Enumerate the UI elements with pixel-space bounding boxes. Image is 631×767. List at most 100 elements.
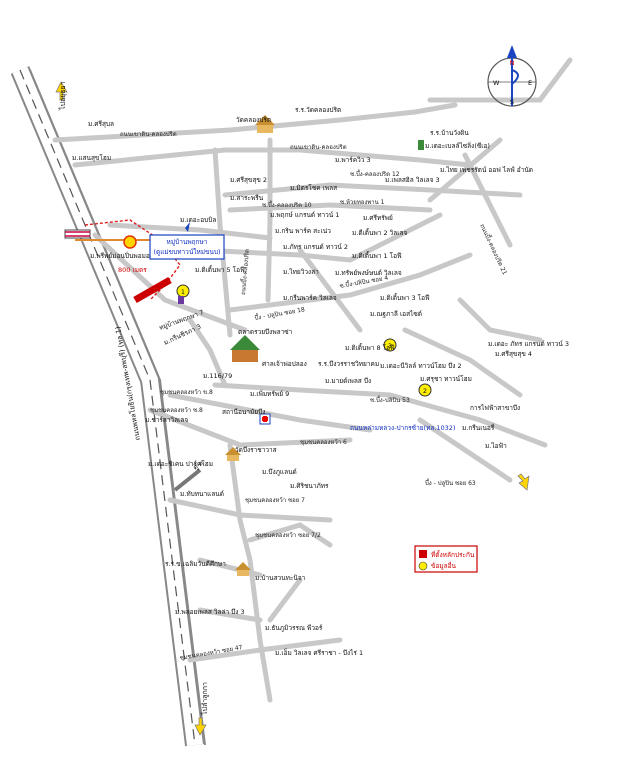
marker-3: 3 (383, 338, 397, 352)
village-label: ม.ภัทร แกรนด์ ทาวน์ 2 (283, 243, 348, 251)
marker-2: 2 (418, 383, 432, 397)
village-label: ม.บ้านสวนทะนิจา (255, 574, 306, 582)
compass-e: E (528, 79, 532, 87)
legend-red-swatch (419, 550, 427, 558)
village-label: ร.ร.บ้านวังดิน (430, 129, 469, 137)
village-label: ม.ติเติ้นพา 5 โอฟี (195, 265, 245, 274)
road-label-11: ชุมชนคลองหว้า ข.8 (160, 389, 213, 396)
south-arrow-icon (194, 717, 207, 736)
village-label: วัดบึงราชาวาส (235, 446, 277, 454)
legend-yellow-swatch (418, 561, 428, 571)
village-label: ม.พลอยเพลส วิลล่า บึง 3 (175, 608, 245, 616)
legend: ที่ตั้งหลักประกัน ข้อมูลอื่น (414, 545, 478, 573)
compass-icon: N S E W (487, 45, 537, 107)
village-label: ม.เดอะชิเคน ปาร์คโฮม (148, 460, 213, 468)
village-label: ม.บึงภูแลนด์ (262, 468, 297, 476)
village-label: ม.ณฐภาลี เอสไซต์ (370, 310, 422, 318)
marker-1: 1 (176, 284, 190, 298)
village-label: ม.ทรัพย์พงษ์ษนต์ วิลเลจ (335, 269, 402, 277)
temple-icon-3 (235, 562, 251, 576)
south-direction-label: ไปลำลูกกา (200, 682, 209, 716)
local-roads (52, 57, 573, 703)
road-label-1: ถนนเขาดิน-คลองปริต (290, 144, 347, 151)
compass-n: N (510, 59, 515, 67)
road-label-15: ชุมชนคลองหว้า ซอย 7/2 (255, 532, 321, 539)
shrine-label: ศาลเจ้าพ่อปลอง (262, 360, 307, 368)
village-label: การไฟฟ้าสาขาบึง (470, 404, 520, 412)
building-icon-2 (178, 296, 184, 304)
marker-2-label: 2 (423, 387, 427, 395)
road-label-2: ซ.บึ้ง-คลองปริต 12 (350, 168, 400, 178)
project-box-line1: หมู่บ้านพฤกษา (167, 238, 208, 246)
overpass-icon (64, 229, 91, 239)
village-label: ม.กรีนเนอรี่ (462, 423, 495, 432)
village-label: ม.เดอะเบลล์ไซลิ่ง(ซีเอ) (425, 141, 490, 150)
hospital-icon (259, 413, 271, 425)
road-label-0: ถนนเขาดิน-คลองปริต (120, 131, 177, 138)
temple-icon (255, 115, 275, 133)
village-label: ม.มายด์เพลส บึง (325, 377, 371, 385)
road-label-13: ชุมชนคลองหว้า 6 (300, 439, 347, 446)
health-center-label: สถานีอนามัยบึง (222, 408, 265, 416)
village-label: ม.ศรุชา ทาวน์โฮม (420, 375, 472, 383)
road-label-4: ซ.ห้วยทองพาน 1 (340, 199, 385, 206)
village-label: ม.ศรีสุขสุข 2 (230, 176, 267, 184)
village-label: ม.ไทยวิวงล่า (283, 268, 319, 276)
north-direction-label: ไปอยุธยา (58, 81, 67, 111)
legend-red-label: ที่ตั้งหลักประกัน (431, 550, 475, 559)
village-label: ม.ทับทนาแลนด์ (180, 490, 224, 498)
village-label: ม.พรีพย์ม่อนปิ่นพอมอ (90, 251, 150, 260)
village-label: ม.สาระพรีน (230, 194, 264, 202)
village-label: ม.ธันภูมิวรรณ พีวอร์ (265, 624, 323, 632)
east-arrow-icon (517, 473, 530, 491)
road-label-12: ชุมชนคลองหว้า ซ.8 (150, 407, 203, 414)
village-label: ร.ร.บึงวรราชวิทยาคม (318, 360, 379, 368)
village-label: ม.ชาร์ลาวิลเลจ (145, 416, 188, 424)
village-label: ม.พฤกษ์ แกรนด์ ทาวน์ 1 (270, 211, 339, 219)
village-label: ม.ศรีสุขสุข 4 (495, 350, 532, 358)
market-label: ตลาดรวยบึงพลาซ่า (238, 328, 293, 336)
collateral-site-marker (133, 276, 172, 304)
road-label-7: ซ.บึ้ง-ปลิปิน 53 (370, 394, 410, 404)
village-label: ม.มิตรโชค เพลส (290, 184, 337, 192)
flag-icon (185, 222, 190, 232)
temple-icon-2 (225, 447, 241, 461)
compass-w: W (493, 79, 500, 87)
project-box-line2: (ดูแม่ขบทาวน์ใหม่ขนบ) (153, 248, 220, 256)
village-label: ม.ศรีสุบล (88, 120, 114, 128)
marker-3-label: 3 (388, 342, 392, 350)
village-label: ม.116/79 (203, 372, 232, 380)
road-label-14: ชุมชนคลองหว้า ซอย 7 (245, 497, 305, 504)
north-arrow-icon (55, 81, 68, 101)
village-label: ม.ศิริชนาภัทร (290, 482, 329, 490)
road-label-9: บึ้ง - ปลูปิน ซอย 63 (425, 477, 476, 487)
project-box (149, 234, 225, 260)
village-label: ม.พาร์ควิว 3 (335, 156, 371, 164)
village-label: วัดคลองปริต (236, 116, 271, 124)
village-label: ม.เพลสฮิล วิลเลจ 3 (385, 176, 440, 184)
village-label: ม.กริน พาร์ค สะเน่ว (275, 227, 331, 235)
road-label-17: ถนนบึ้ง-คลองปริต 21 (478, 222, 511, 277)
village-label: ร.ร.วัดคลองปริต (295, 106, 341, 114)
marker-1-label: 1 (181, 288, 185, 296)
village-label: ม.เอ็ม วิลเลจ ศรีราชา - บึงไร่ 1 (275, 648, 363, 657)
market-icon (230, 335, 260, 362)
village-label: ม.เดอะ ภัทร แกรนด์ ทาวน์ 3 (488, 340, 569, 348)
village-label: ม.ไทย เพชรรัตน์ ออฟ ไลฟ์ อำนัด (440, 166, 533, 174)
legend-yellow-label: ข้อมูลอื่น (431, 561, 457, 570)
road-label-8: ถนนหล่ามหลวง-ปากรซ้าย(ทล.1032) (350, 424, 455, 432)
village-label: ม.ติเติ้นพา 1 โอฟี (352, 251, 402, 260)
village-label: ม.ตีเติ้นพา 2 วิลเลจ (352, 228, 407, 237)
village-label: ม.ไอฟ้า (485, 442, 507, 450)
road-label-3: ซ.บึ้ง-คลองปริต 10 (262, 199, 312, 209)
main-highway (10, 66, 206, 747)
village-labels: ม.ศรีสุบล ม.แสนสุขโฮม วัดคลองปริต ร.ร.วั… (72, 106, 569, 657)
building-icon (418, 140, 424, 150)
village-label: ม.แสนสุขโฮม (72, 154, 111, 162)
village-label: ม.เดอะนีวิลล์ ทาวน์โฮม บึง 2 (380, 362, 462, 370)
village-label: ม.กรีนพาร์ค วิลเลจ (283, 294, 337, 302)
village-label: ร.ร.ข.เฉลิมวันดีศึกษา (165, 560, 226, 568)
village-label: ม.ติเติ้นพา 8 โอฟี (345, 343, 395, 352)
village-label: ม.ติเติ้นพา 3 โอฟี (380, 293, 430, 302)
